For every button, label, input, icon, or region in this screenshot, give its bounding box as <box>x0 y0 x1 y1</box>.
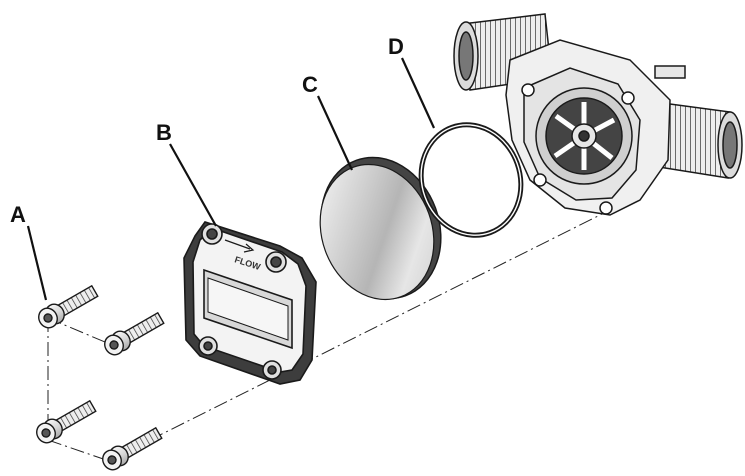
screw-1 <box>38 284 99 329</box>
screw-4 <box>102 426 163 471</box>
part-d-o-ring <box>418 122 524 238</box>
pump-body <box>453 13 743 216</box>
leader-lines <box>26 57 436 301</box>
screw-2 <box>104 311 165 356</box>
guide-line-lower-bolts <box>47 439 113 463</box>
part-b-cover <box>183 221 317 385</box>
leader-a <box>26 225 48 301</box>
label-c: C <box>302 72 318 97</box>
label-a: A <box>10 202 26 227</box>
label-d: D <box>388 34 404 59</box>
part-c-lens <box>319 156 442 301</box>
part-a-screws <box>36 284 165 471</box>
guide-line-main <box>149 204 621 441</box>
leader-b <box>169 143 217 227</box>
label-b: B <box>156 120 172 145</box>
leader-c <box>317 95 353 171</box>
leader-d <box>400 57 436 129</box>
screw-3 <box>36 399 97 444</box>
